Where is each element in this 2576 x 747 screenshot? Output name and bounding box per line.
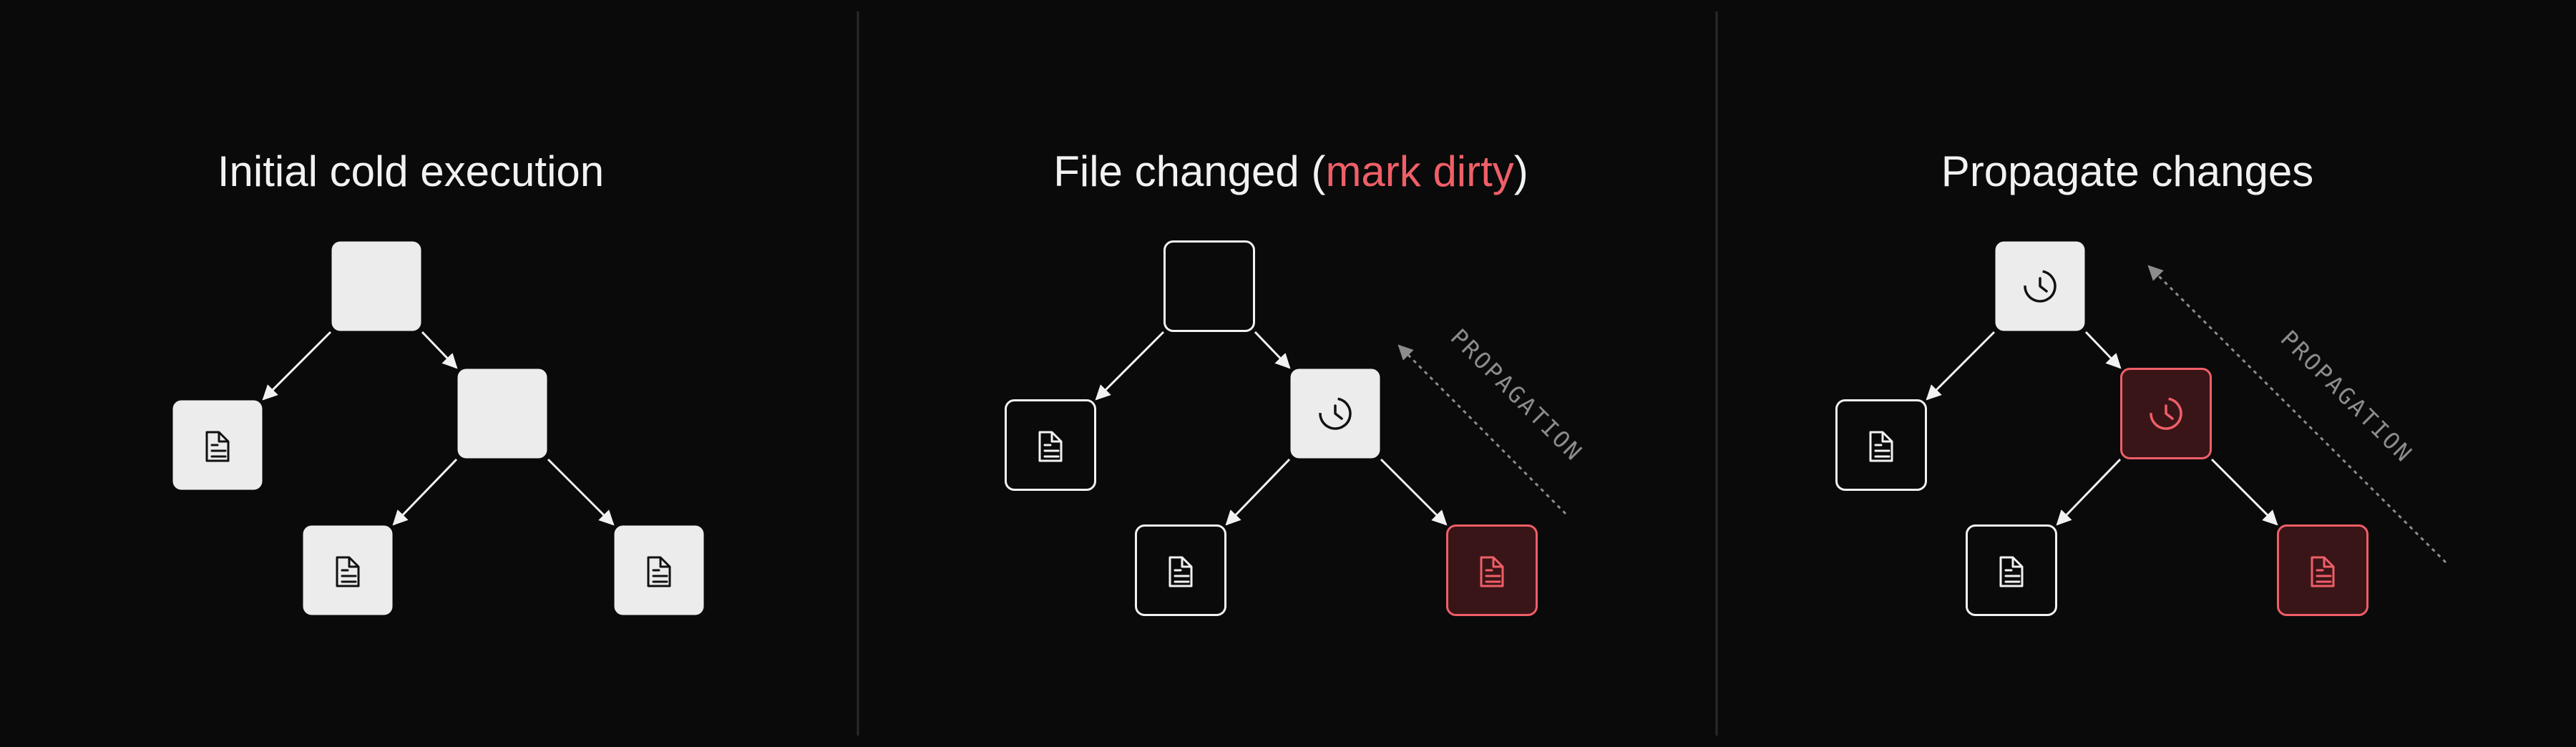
file-icon	[205, 431, 230, 462]
tree-nodes	[1835, 241, 2368, 616]
node-bottom-right	[2277, 524, 2368, 616]
tree-edge	[1225, 458, 1291, 526]
node-middle	[2120, 368, 2212, 459]
tree-edge	[1380, 458, 1448, 526]
file-icon	[2311, 556, 2335, 587]
panel-title: Propagate changes	[1941, 147, 2313, 195]
propagation-label: PROPAGATION	[2275, 325, 2419, 468]
tree-edge	[421, 331, 458, 369]
node-left-leaf	[1835, 399, 1927, 491]
propagation-indicator: PROPAGATION	[1397, 323, 1589, 515]
panel-title-accent: mark dirty	[1325, 147, 1513, 195]
clock-icon	[2024, 270, 2057, 303]
tree-edge	[2056, 458, 2122, 526]
node-root	[331, 241, 421, 331]
tree-edge	[1095, 331, 1165, 401]
panel-title: File changed (mark dirty)	[1053, 147, 1528, 195]
propagation-label: PROPAGATION	[1445, 323, 1589, 467]
panel-file-changed: File changed (mark dirty) PROPAGATION	[1005, 147, 1589, 616]
node-left-leaf	[172, 400, 263, 490]
propagation-arrow	[2147, 265, 2447, 564]
node-root	[1163, 240, 1255, 332]
file-icon	[336, 556, 360, 587]
tree-edge	[2084, 331, 2122, 369]
tree-edges	[1926, 331, 2278, 526]
panel-title-suffix: )	[1514, 147, 1528, 195]
file-icon	[647, 556, 671, 587]
clock-icon	[1319, 397, 1352, 430]
node-box	[1163, 240, 1255, 332]
file-icon	[1480, 556, 1504, 587]
node-box	[457, 368, 547, 459]
file-icon	[1869, 431, 1893, 462]
tree-edge	[392, 458, 458, 526]
tree-edge	[1926, 331, 1996, 401]
node-root	[1995, 241, 2085, 331]
node-left-leaf	[1005, 399, 1096, 491]
tree-edge	[1254, 331, 1291, 369]
clock-icon	[2150, 397, 2182, 430]
panel-initial-cold-execution: Initial cold execution	[172, 147, 704, 615]
file-icon	[1999, 556, 2024, 587]
tree-nodes	[172, 241, 704, 615]
tree-nodes	[1005, 240, 1538, 616]
panel-title-text: Initial cold execution	[218, 147, 604, 195]
propagation-arrow	[1397, 344, 1567, 515]
panel-title-prefix: File changed (	[1053, 147, 1325, 195]
node-bottom-right	[614, 525, 704, 615]
file-icon	[1169, 556, 1193, 587]
panel-title: Initial cold execution	[218, 147, 604, 195]
node-bottom-left	[1135, 524, 1226, 616]
panel-propagate-changes: Propagate changes PROPAGATION	[1835, 147, 2447, 616]
panel-title-text: Propagate changes	[1941, 147, 2313, 195]
node-middle	[457, 368, 547, 459]
tree-edges	[1095, 331, 1448, 526]
tree-edge	[547, 458, 615, 526]
tree-edge	[262, 331, 332, 401]
node-box	[331, 241, 421, 331]
node-middle	[1290, 368, 1380, 459]
tree-edges	[262, 331, 615, 526]
node-bottom-left	[1966, 524, 2057, 616]
file-icon	[1038, 431, 1063, 462]
node-bottom-left	[303, 525, 393, 615]
node-bottom-right	[1446, 524, 1538, 616]
tree-edge	[2210, 458, 2278, 526]
